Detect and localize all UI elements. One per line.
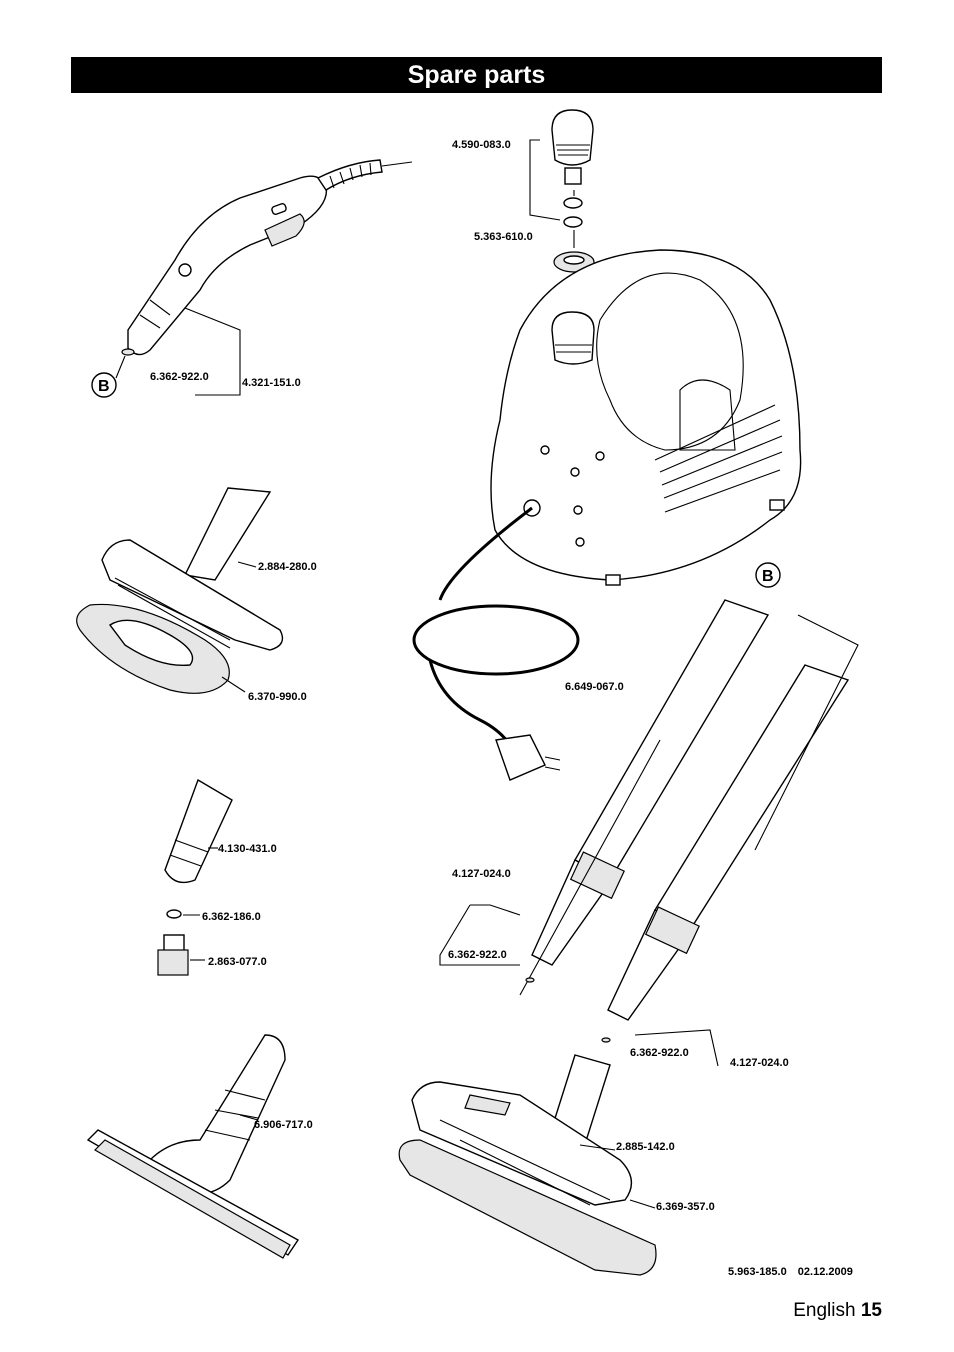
marker-b-tube: B bbox=[755, 562, 781, 588]
floor-brush bbox=[101, 487, 284, 651]
label-6-362-922-c: 6.362-922.0 bbox=[630, 1047, 689, 1059]
footer-language: English bbox=[793, 1300, 856, 1321]
o-ring-top bbox=[563, 216, 583, 228]
label-6-906-717: 6.906-717.0 bbox=[254, 1119, 313, 1131]
o-ring-tube-b bbox=[601, 1037, 611, 1043]
svg-text:B: B bbox=[762, 568, 774, 585]
washer-top bbox=[563, 197, 583, 209]
detail-nozzle bbox=[164, 778, 233, 884]
label-6-369-357: 6.369-357.0 bbox=[656, 1201, 715, 1213]
svg-text:B: B bbox=[98, 378, 110, 395]
floor-nozzle bbox=[411, 1054, 633, 1206]
o-ring-tube-a bbox=[525, 977, 535, 983]
label-4-127-024-a: 4.127-024.0 bbox=[452, 868, 511, 880]
page-title-bar: Spare parts bbox=[71, 57, 882, 93]
floor-cloth bbox=[398, 1139, 657, 1276]
document-code: 5.963-185.0 02.12.2009 bbox=[728, 1266, 861, 1278]
doc-number: 5.963-185.0 bbox=[728, 1266, 787, 1278]
steam-cleaner-body bbox=[490, 249, 802, 586]
hand-nozzle bbox=[127, 159, 413, 396]
label-6-370-990: 6.370-990.0 bbox=[248, 691, 307, 703]
page-number: 15 bbox=[860, 1300, 882, 1321]
window-squeegee bbox=[86, 1034, 300, 1259]
label-4-130-431: 4.130-431.0 bbox=[218, 843, 277, 855]
o-ring-nozzle bbox=[121, 348, 135, 356]
o-ring-nozzle-small bbox=[166, 909, 182, 919]
safety-cap bbox=[551, 109, 594, 185]
marker-b-top: B bbox=[91, 355, 126, 398]
label-2-885-142: 2.885-142.0 bbox=[616, 1141, 675, 1153]
power-cord bbox=[412, 506, 580, 781]
label-2-884-280: 2.884-280.0 bbox=[258, 561, 317, 573]
label-4-321-151: 4.321-151.0 bbox=[242, 377, 301, 389]
extension-tube-b bbox=[607, 664, 850, 1021]
extension-tube-a bbox=[531, 599, 770, 966]
page-footer: English 15 bbox=[793, 1300, 882, 1322]
label-4-590-083: 4.590-083.0 bbox=[452, 139, 511, 151]
doc-date: 02.12.2009 bbox=[797, 1266, 853, 1278]
label-6-362-922-b: 6.362-922.0 bbox=[448, 949, 507, 961]
label-6-649-067: 6.649-067.0 bbox=[565, 681, 624, 693]
label-2-863-077: 2.863-077.0 bbox=[208, 956, 267, 968]
brush-cover bbox=[76, 603, 230, 694]
label-4-127-024-b: 4.127-024.0 bbox=[730, 1057, 789, 1069]
label-6-362-922-a: 6.362-922.0 bbox=[150, 371, 209, 383]
page-title: Spare parts bbox=[407, 60, 546, 89]
label-6-362-186: 6.362-186.0 bbox=[202, 911, 261, 923]
label-5-363-610: 5.363-610.0 bbox=[474, 231, 533, 243]
round-brush bbox=[157, 934, 189, 976]
